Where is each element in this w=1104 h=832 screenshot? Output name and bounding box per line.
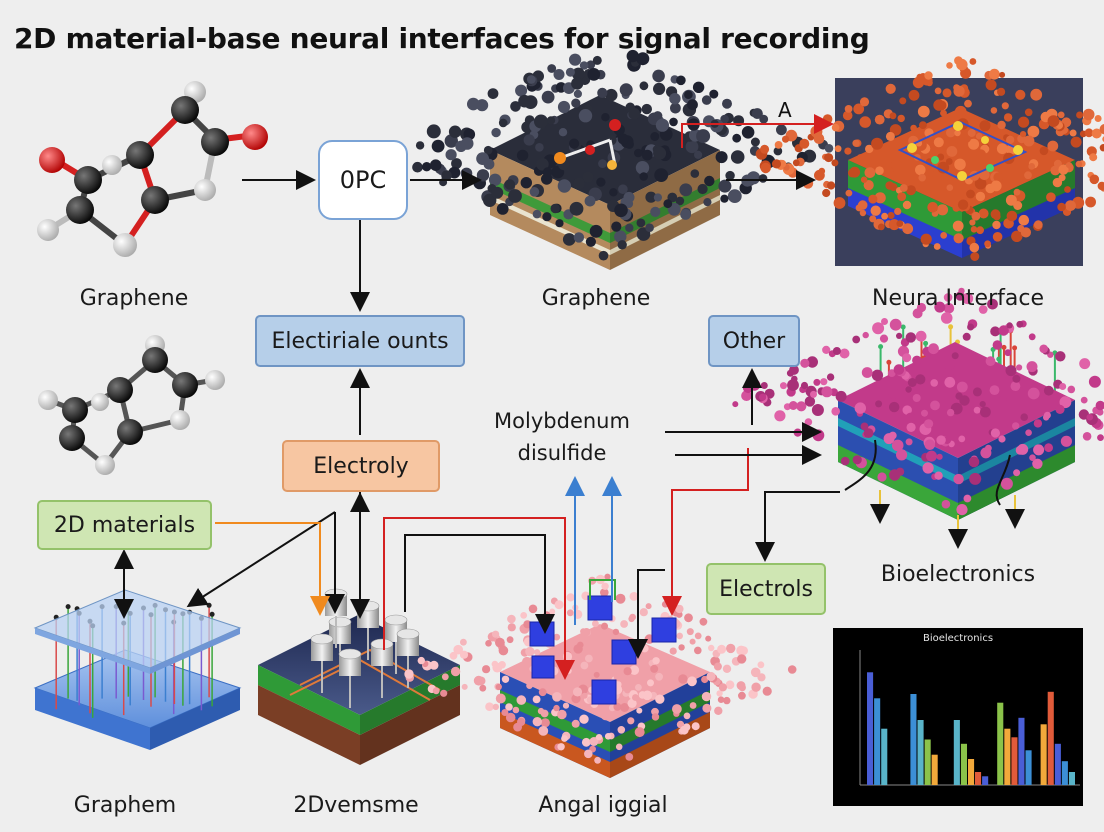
neural-surface-dots: [755, 56, 1104, 261]
chart-bar: [968, 759, 975, 785]
chart-bar: [1047, 691, 1054, 785]
chart-bar: [867, 672, 874, 785]
chart-bar: [982, 776, 989, 785]
molybdenum-text: Molybdenum: [494, 409, 630, 433]
chart-bars: [867, 672, 1075, 785]
chart-bar: [924, 739, 931, 785]
neural-interface-render: [755, 56, 1104, 266]
other-box: Other: [708, 315, 800, 367]
electroly-box: Electroly: [282, 440, 440, 492]
molybdenum-disulfide-render: [404, 573, 797, 778]
2d-pillar-stack-icon: [258, 588, 460, 765]
chart-bar: [953, 720, 960, 785]
page-title: 2D material-base neural interfaces for s…: [14, 22, 870, 55]
chart-bar: [975, 772, 982, 785]
2d-materials-box: 2D materials: [37, 500, 212, 550]
opc-box: 0PC: [318, 140, 408, 220]
chart-bar: [960, 743, 967, 785]
electiriale-ounts-box: Electiriale ounts: [255, 315, 465, 367]
chart-bar: [1004, 728, 1011, 785]
a-marker-label: A: [778, 98, 792, 122]
chart-title: Bioelectronics: [923, 633, 993, 644]
chart-bar: [917, 720, 924, 785]
chart-bar: [910, 694, 917, 785]
chart-bar: [931, 754, 938, 785]
bioelectronics-stack-render: [732, 287, 1104, 549]
disulfide-text: disulfide: [517, 441, 607, 465]
chart-bar: [1054, 743, 1061, 785]
bioelectronics-bar-chart: Bioelectronics: [833, 628, 1083, 806]
graphene-mid-label: Graphene: [541, 286, 651, 311]
chart-bar: [1061, 761, 1068, 785]
chart-bar: [1068, 772, 1075, 785]
graphene-molecule-icon: [37, 81, 268, 257]
neural-interface-label: Neura Interface: [872, 286, 1044, 311]
graphene-layers-icon: [374, 49, 834, 270]
chart-bar: [1018, 717, 1025, 785]
chart-bar: [1025, 750, 1032, 785]
graphene-top-label: Graphene: [79, 286, 189, 311]
graphem-electrode-plate-icon: [33, 589, 242, 750]
molybdenum-disulfide-label: Molybdenum disulfide: [494, 405, 630, 469]
chart-bar: [1040, 724, 1047, 785]
chart-bar: [1011, 737, 1018, 785]
molecule-icon: [38, 335, 225, 475]
graphene-surface-dots: [374, 49, 834, 261]
angal-iggial-label: Angal iggial: [538, 793, 668, 818]
bioelectronics-label: Bioelectronics: [880, 562, 1036, 587]
chart-bar: [881, 728, 888, 785]
2dvemsme-label: 2Dvemsme: [293, 793, 419, 818]
electrols-box: Electrols: [706, 563, 826, 615]
chart-bar: [874, 698, 881, 785]
chart-bar: [997, 702, 1004, 785]
flow-arrows: [114, 114, 840, 680]
bio-surface-dots: [732, 287, 1104, 516]
graphem-label: Graphem: [73, 793, 177, 818]
